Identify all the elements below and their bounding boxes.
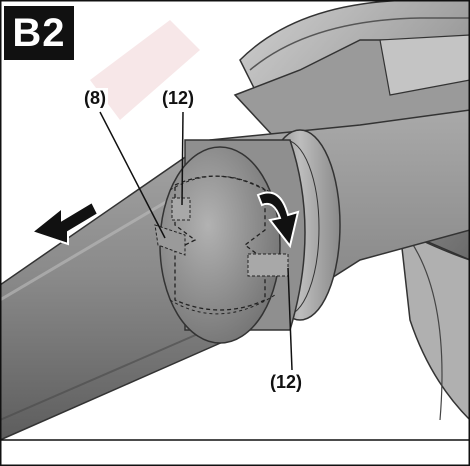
callout-8: (8)	[82, 88, 108, 109]
rotate-arrow-icon	[256, 191, 300, 249]
figure-badge: B2	[4, 6, 74, 60]
callout-12-bottom: (12)	[268, 372, 305, 393]
tube-connector	[154, 139, 306, 344]
callout-12-top: (12)	[160, 88, 197, 109]
leader-lines	[99, 111, 293, 371]
push-arrow-icon	[29, 200, 100, 246]
